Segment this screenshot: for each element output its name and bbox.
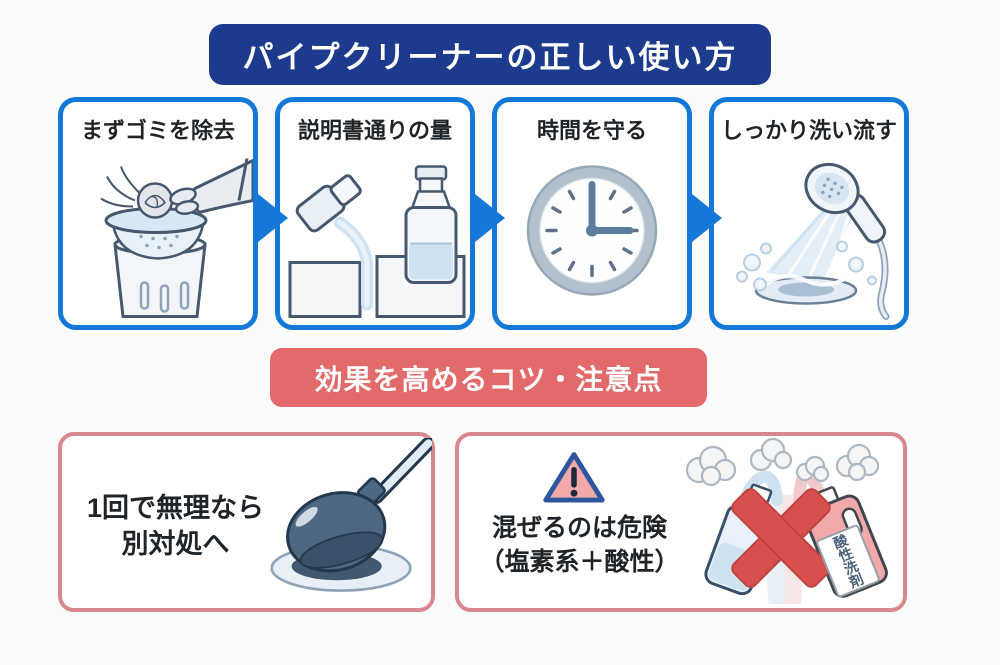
- main-title-banner: パイプクリーナーの正しい使い方: [209, 24, 771, 85]
- tip-line: 混ぜるのは危険: [491, 514, 667, 542]
- step-title: 説明書通りの量: [297, 118, 452, 143]
- measuring-cap: [295, 174, 362, 233]
- tip-panel-try-other-methods: 1回で無理なら 別対処へ: [58, 432, 435, 612]
- cleaner-bottle: [404, 165, 458, 284]
- tip-line: （塩素系＋酸性）: [479, 547, 680, 576]
- tips-title-banner: 効果を高めるコツ・注意点: [270, 348, 707, 407]
- hair-debris-clump: [136, 182, 174, 219]
- flow-arrow-icon: [470, 190, 505, 246]
- step-panel-rinse: しっかり洗い流す: [709, 97, 909, 330]
- main-title: パイプクリーナーの正しい使い方: [242, 40, 738, 75]
- shower-rinsing-drain-illustration: [736, 162, 890, 320]
- flow-arrow-icon: [253, 190, 288, 246]
- step-title: しっかり洗い流す: [720, 118, 897, 143]
- tip-line: 別対処へ: [121, 529, 230, 560]
- tip-line: 1回で無理なら: [86, 493, 265, 523]
- flow-arrow-icon: [687, 190, 722, 246]
- toxic-gas-clouds: [685, 437, 880, 487]
- plunger-cup: [286, 491, 387, 573]
- hand-removing-debris-from-strainer-illustration: [100, 158, 253, 318]
- clock-hands: [588, 181, 634, 234]
- clock-icon: [526, 165, 658, 296]
- drain-strainer: [111, 223, 205, 260]
- step-panel-remove-debris: まずゴミを除去: [58, 97, 258, 330]
- tips-title: 効果を高めるコツ・注意点: [314, 363, 663, 395]
- splash-bubbles: [736, 240, 877, 292]
- tip-text: 1回で無理なら 別対処へ: [78, 490, 273, 563]
- step-panel-keep-time: 時間を守る: [492, 97, 692, 330]
- plunger-in-drain-illustration: [270, 438, 432, 592]
- red-x-icon: [731, 488, 831, 588]
- step-panel-correct-amount: 説明書通りの量: [275, 97, 475, 330]
- tip-panel-mixing-danger: 混ぜるのは危険 （塩素系＋酸性） 酸性洗剤: [455, 432, 907, 612]
- pouring-measured-cleaner-illustration: [288, 165, 466, 318]
- tip-text: 混ぜるのは危険 （塩素系＋酸性）: [467, 512, 692, 580]
- gloved-hand: [188, 158, 253, 215]
- shower-head: [804, 162, 860, 215]
- step-title: まずゴミを除去: [80, 118, 235, 143]
- warning-triangle-icon: [543, 452, 605, 503]
- mixing-chemicals-danger-illustration: [685, 437, 888, 604]
- step-title: 時間を守る: [536, 118, 647, 143]
